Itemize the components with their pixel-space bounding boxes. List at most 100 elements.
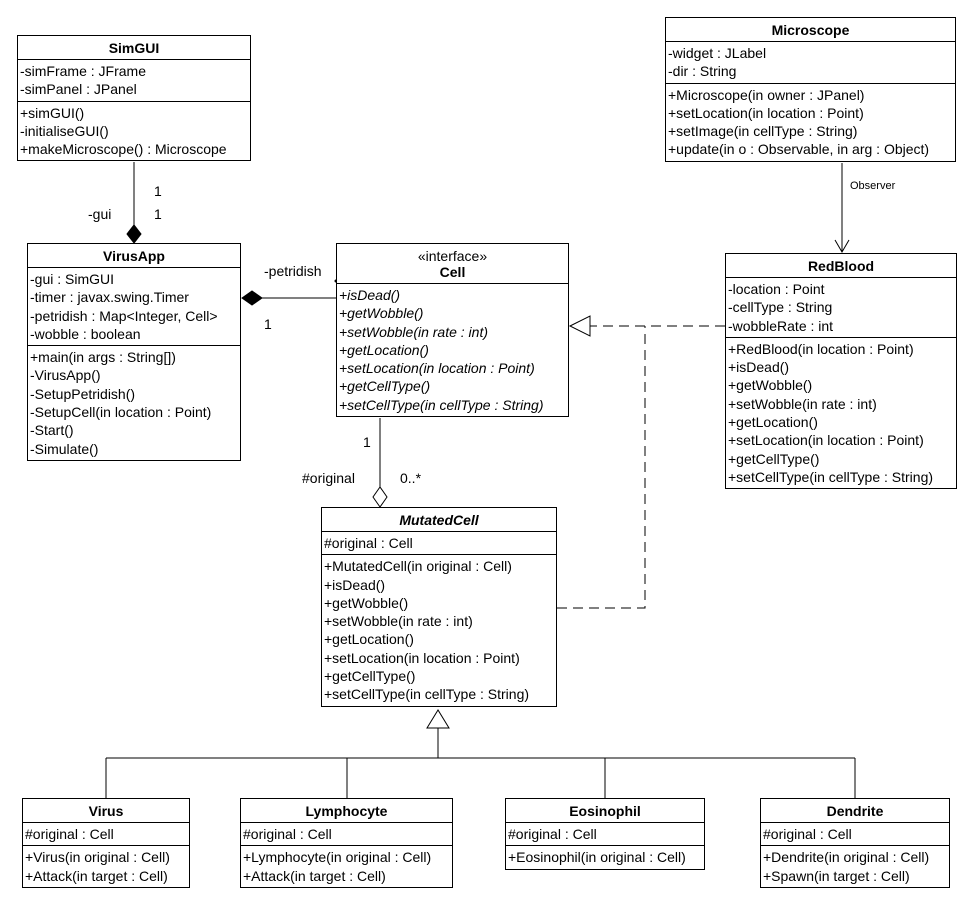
attributes-section: -simFrame : JFrame -simPanel : JPanel bbox=[18, 60, 250, 102]
operation: +setLocation(in location : Point) bbox=[324, 649, 520, 666]
operation: -Simulate() bbox=[30, 440, 99, 457]
attribute: #original : Cell bbox=[25, 826, 114, 842]
operation: +Attack(in target : Cell) bbox=[243, 867, 386, 884]
operation: +update(in o : Observable, in arg : Obje… bbox=[668, 141, 930, 158]
attribute: #original : Cell bbox=[324, 535, 413, 551]
class-lymphocyte[interactable]: Lymphocyte #original : Cell +Lymphocyte(… bbox=[240, 798, 453, 888]
operations-section: +MutatedCell(in original : Cell) +isDead… bbox=[322, 555, 556, 705]
class-name: Cell bbox=[439, 264, 466, 280]
operation: +setWobble(in rate : int) bbox=[728, 395, 877, 412]
operation: +isDead() bbox=[728, 359, 790, 376]
gui-role-label: -gui bbox=[88, 206, 112, 222]
attributes-section: #original : Cell bbox=[23, 823, 189, 847]
operation: +isDead() bbox=[339, 287, 401, 303]
class-virus[interactable]: Virus #original : Cell +Virus(in origina… bbox=[22, 798, 190, 888]
operation: +Virus(in original : Cell) bbox=[25, 849, 170, 866]
operation: +Spawn(in target : Cell) bbox=[763, 867, 910, 884]
class-name: Dendrite bbox=[761, 799, 949, 823]
attributes-section: -widget : JLabel -dir : String bbox=[666, 42, 955, 84]
operation: +getCellType() bbox=[728, 450, 820, 467]
operation: +Lymphocyte(in original : Cell) bbox=[243, 849, 432, 866]
operations-section: +main(in args : String[]) -VirusApp() -S… bbox=[28, 346, 240, 460]
class-dendrite[interactable]: Dendrite #original : Cell +Dendrite(in o… bbox=[760, 798, 950, 888]
operations-section: +Virus(in original : Cell) +Attack(in ta… bbox=[23, 846, 189, 887]
operation: +setCellType(in cellType : String) bbox=[728, 468, 934, 485]
attribute: -gui : SimGUI bbox=[30, 271, 115, 287]
operation: +setCellType(in cellType : String) bbox=[339, 396, 544, 413]
operations-section: +RedBlood(in location : Point) +isDead()… bbox=[726, 338, 956, 488]
attribute: -dir : String bbox=[668, 63, 737, 80]
attributes-section: #original : Cell bbox=[761, 823, 949, 847]
operation: +makeMicroscope() : Microscope bbox=[20, 141, 227, 158]
operation: +RedBlood(in location : Point) bbox=[728, 340, 914, 357]
class-name: Virus bbox=[23, 799, 189, 823]
attribute: -location : Point bbox=[728, 281, 825, 297]
attribute: -cellType : String bbox=[728, 299, 833, 316]
operation: +getLocation() bbox=[339, 341, 429, 358]
operation: +getLocation() bbox=[324, 631, 414, 648]
attribute: -simPanel : JPanel bbox=[20, 81, 137, 98]
observer-arrowhead bbox=[834, 239, 850, 253]
operations-section: +Dendrite(in original : Cell) +Spawn(in … bbox=[761, 846, 949, 887]
attributes-section: #original : Cell bbox=[506, 823, 704, 847]
stereotype-label: «interface» bbox=[417, 248, 488, 264]
observer-label: Observer bbox=[850, 180, 896, 192]
original-role-label: #original bbox=[302, 470, 355, 486]
operation: +simGUI() bbox=[20, 104, 85, 121]
operation: +getWobble() bbox=[728, 377, 813, 394]
operations-section: +Eosinophil(in original : Cell) bbox=[506, 846, 704, 868]
attribute: -wobbleRate : int bbox=[728, 317, 834, 334]
attributes-section: -gui : SimGUI -timer : javax.swing.Timer… bbox=[28, 268, 240, 347]
gui-composition-diamond bbox=[126, 224, 142, 244]
operations-section: +isDead() +getWobble() +setWobble(in rat… bbox=[337, 284, 568, 416]
operation: +isDead() bbox=[324, 576, 386, 593]
class-name: RedBlood bbox=[726, 254, 956, 278]
class-name: Lymphocyte bbox=[241, 799, 452, 823]
operation: -initialiseGUI() bbox=[20, 122, 109, 139]
operation: +main(in args : String[]) bbox=[30, 349, 176, 366]
class-simgui[interactable]: SimGUI -simFrame : JFrame -simPanel : JP… bbox=[17, 35, 251, 162]
class-eosinophil[interactable]: Eosinophil #original : Cell +Eosinophil(… bbox=[505, 798, 705, 870]
operation: +getCellType() bbox=[339, 378, 431, 395]
petridish-multiplicity: 1 bbox=[264, 316, 272, 332]
inheritance-arrowhead bbox=[426, 709, 450, 729]
class-virusapp[interactable]: VirusApp -gui : SimGUI -timer : javax.sw… bbox=[27, 243, 241, 461]
operation: +getLocation() bbox=[728, 414, 818, 431]
operation: +setLocation(in location : Point) bbox=[668, 104, 864, 121]
operation: +setWobble(in rate : int) bbox=[339, 323, 489, 340]
attribute: -widget : JLabel bbox=[668, 45, 767, 61]
operation: -VirusApp() bbox=[30, 367, 101, 384]
operation: +getWobble() bbox=[324, 594, 409, 611]
operation: +setWobble(in rate : int) bbox=[324, 613, 473, 630]
original-multiplicity-cell: 1 bbox=[363, 434, 371, 450]
class-header: MutatedCell bbox=[322, 508, 556, 532]
attribute: -simFrame : JFrame bbox=[20, 63, 146, 79]
mutatedcell-realization-line bbox=[557, 326, 646, 609]
attribute: -timer : javax.swing.Timer bbox=[30, 289, 189, 306]
operation: +Eosinophil(in original : Cell) bbox=[508, 849, 686, 866]
class-name: VirusApp bbox=[28, 244, 240, 268]
class-name: MutatedCell bbox=[399, 512, 479, 528]
operation: +setLocation(in location : Point) bbox=[728, 432, 924, 449]
class-microscope[interactable]: Microscope -widget : JLabel -dir : Strin… bbox=[665, 17, 956, 162]
class-name: Microscope bbox=[666, 18, 955, 42]
gui-multiplicity-top: 1 bbox=[154, 183, 162, 199]
operation: -Start() bbox=[30, 422, 74, 439]
original-multiplicity-mutated: 0..* bbox=[400, 470, 422, 486]
operation: +getCellType() bbox=[324, 668, 416, 685]
operation: +setLocation(in location : Point) bbox=[339, 360, 535, 377]
operation: +getWobble() bbox=[339, 305, 424, 322]
operation: +Dendrite(in original : Cell) bbox=[763, 849, 930, 866]
attribute: -petridish : Map<Integer, Cell> bbox=[30, 307, 218, 324]
interface-cell[interactable]: «interface» Cell +isDead() +getWobble() … bbox=[336, 243, 569, 418]
operation: -SetupPetridish() bbox=[30, 385, 136, 402]
class-name: SimGUI bbox=[18, 36, 250, 60]
attribute: #original : Cell bbox=[243, 826, 332, 842]
operations-section: +Microscope(in owner : JPanel) +setLocat… bbox=[666, 84, 955, 161]
class-mutatedcell[interactable]: MutatedCell #original : Cell +MutatedCel… bbox=[321, 507, 557, 707]
operations-section: +simGUI() -initialiseGUI() +makeMicrosco… bbox=[18, 102, 250, 161]
attribute: -wobble : boolean bbox=[30, 325, 141, 342]
class-redblood[interactable]: RedBlood -location : Point -cellType : S… bbox=[725, 253, 957, 490]
original-aggregation-diamond bbox=[372, 486, 388, 508]
